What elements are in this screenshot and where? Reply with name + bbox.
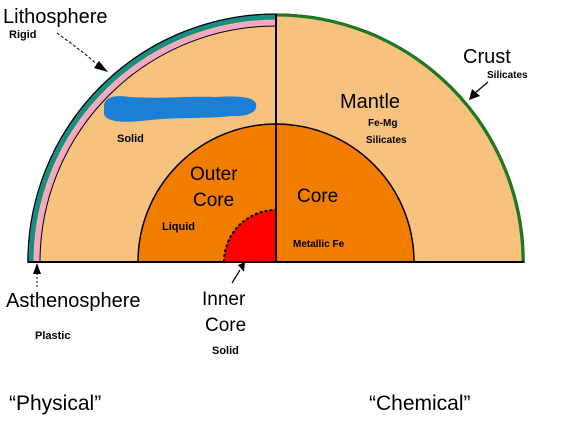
mantle-label: Mantle bbox=[340, 91, 400, 113]
solid-mantle-label: Solid bbox=[117, 133, 144, 145]
inner-core-boundary bbox=[223, 209, 277, 263]
mantle-silicates-label: Silicates bbox=[366, 135, 407, 146]
liquid-label: Liquid bbox=[162, 221, 195, 233]
crust-arrow bbox=[469, 81, 489, 100]
plastic-label: Plastic bbox=[35, 330, 70, 342]
crust-label: Crust bbox=[463, 46, 511, 68]
inner-core-label-line1: Inner bbox=[202, 289, 246, 310]
physical-caption: “Physical” bbox=[9, 392, 101, 415]
crust-silicates-label: Silicates bbox=[487, 70, 528, 81]
lithosphere-arrow bbox=[56, 32, 108, 72]
inner-core-region bbox=[224, 210, 276, 262]
lithosphere-label: Lithosphere bbox=[3, 6, 108, 28]
outer-core-label-line2: Core bbox=[193, 190, 234, 211]
asthenosphere-arrow bbox=[33, 263, 41, 287]
inner-core-label-line2: Core bbox=[205, 315, 246, 336]
inner-core-solid-label: Solid bbox=[212, 345, 239, 357]
asthenosphere-label: Asthenosphere bbox=[6, 290, 141, 312]
blue-scribble bbox=[104, 96, 257, 122]
chemical-caption: “Chemical” bbox=[369, 392, 471, 415]
crust-line bbox=[276, 13, 525, 262]
outer-core-label-line1: Outer bbox=[190, 164, 238, 185]
fe-mg-label: Fe-Mg bbox=[368, 118, 397, 129]
rigid-label: Rigid bbox=[9, 29, 37, 41]
inner-core-arrow bbox=[231, 262, 245, 284]
core-label: Core bbox=[297, 186, 338, 207]
metallic-fe-label: Metallic Fe bbox=[293, 239, 345, 250]
